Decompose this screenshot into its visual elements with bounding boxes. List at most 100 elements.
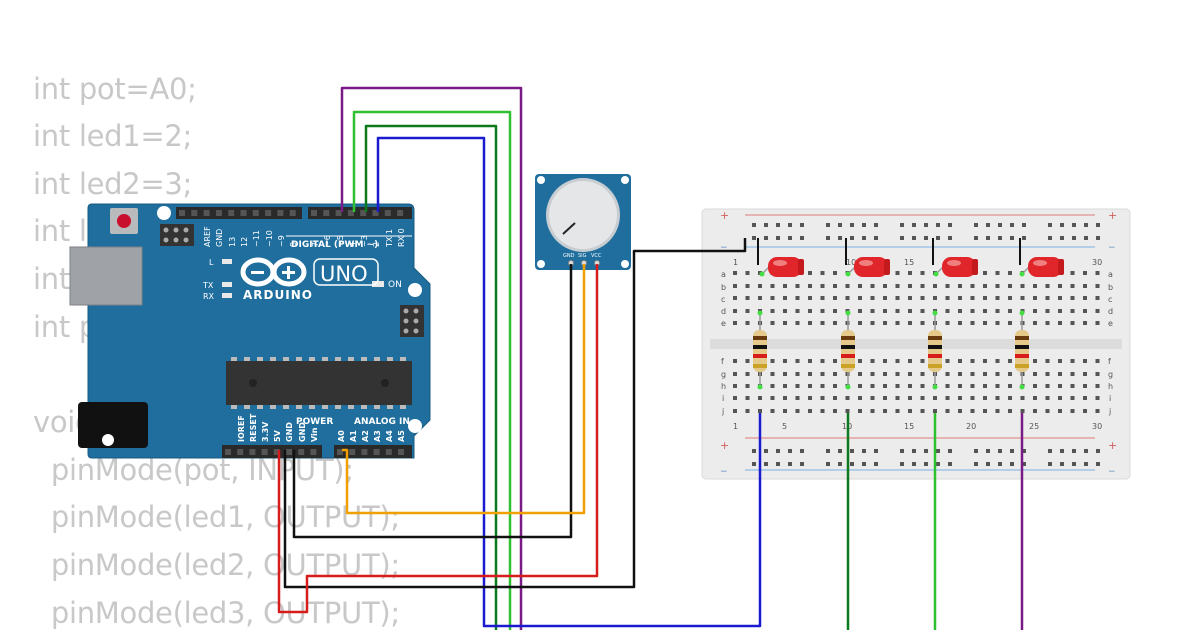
breadboard-hole[interactable] xyxy=(983,372,987,376)
breadboard-hole[interactable] xyxy=(1008,271,1012,275)
breadboard-hole[interactable] xyxy=(1008,321,1012,325)
rail-hole[interactable] xyxy=(1022,236,1026,240)
breadboard-hole[interactable] xyxy=(970,284,975,288)
breadboard-hole[interactable] xyxy=(1058,284,1062,288)
rail-hole[interactable] xyxy=(838,223,842,227)
breadboard-hole[interactable] xyxy=(895,359,900,363)
breadboard-hole[interactable] xyxy=(770,396,775,400)
rail-hole[interactable] xyxy=(1010,236,1014,240)
rail-hole[interactable] xyxy=(800,449,804,453)
rail-hole[interactable] xyxy=(800,223,804,227)
breadboard-hole[interactable] xyxy=(808,359,812,363)
breadboard-hole[interactable] xyxy=(945,296,950,300)
breadboard-hole[interactable] xyxy=(1033,409,1037,413)
wire-pin2-blue[interactable] xyxy=(376,136,762,628)
rail-hole[interactable] xyxy=(1084,462,1088,466)
breadboard-hole[interactable] xyxy=(733,271,737,275)
breadboard-hole[interactable] xyxy=(945,321,950,325)
breadboard-hole[interactable] xyxy=(883,359,887,363)
breadboard-hole[interactable] xyxy=(1083,372,1087,376)
breadboard-hole[interactable] xyxy=(1045,321,1050,325)
breadboard-hole[interactable] xyxy=(745,271,750,275)
breadboard-hole[interactable] xyxy=(795,384,800,388)
breadboard-hole[interactable] xyxy=(945,359,950,363)
breadboard-hole[interactable] xyxy=(808,396,812,400)
breadboard-hole[interactable] xyxy=(908,372,912,376)
breadboard-hole[interactable] xyxy=(833,296,837,300)
breadboard-hole[interactable] xyxy=(833,359,837,363)
breadboard-hole[interactable] xyxy=(1008,296,1012,300)
rail-hole[interactable] xyxy=(752,236,756,240)
breadboard-hole[interactable] xyxy=(945,384,950,388)
breadboard-hole[interactable] xyxy=(745,309,750,313)
breadboard-hole[interactable] xyxy=(770,384,775,388)
breadboard-hole[interactable] xyxy=(920,372,925,376)
breadboard-hole[interactable] xyxy=(1083,396,1087,400)
breadboard-hole[interactable] xyxy=(858,384,862,388)
breadboard-hole[interactable] xyxy=(795,321,800,325)
rail-hole[interactable] xyxy=(1084,223,1088,227)
rail-hole[interactable] xyxy=(764,236,768,240)
breadboard-hole[interactable] xyxy=(1083,359,1087,363)
breadboard-hole[interactable] xyxy=(820,321,825,325)
breadboard-hole[interactable] xyxy=(1083,296,1087,300)
rail-hole[interactable] xyxy=(1048,236,1052,240)
rail-hole[interactable] xyxy=(1096,449,1100,453)
breadboard-hole[interactable] xyxy=(733,384,737,388)
breadboard-hole[interactable] xyxy=(1070,396,1075,400)
breadboard-hole[interactable] xyxy=(895,284,900,288)
breadboard-hole[interactable] xyxy=(958,396,962,400)
breadboard-hole[interactable] xyxy=(883,372,887,376)
breadboard-hole[interactable] xyxy=(945,284,950,288)
rail-hole[interactable] xyxy=(874,236,878,240)
breadboard-hole[interactable] xyxy=(770,409,775,413)
rail-hole[interactable] xyxy=(924,462,928,466)
breadboard-hole[interactable] xyxy=(1033,284,1037,288)
breadboard-hole[interactable] xyxy=(970,359,975,363)
rail-hole[interactable] xyxy=(764,449,768,453)
breadboard-hole[interactable] xyxy=(995,384,1000,388)
rail-hole[interactable] xyxy=(838,462,842,466)
wire-a0-sig-orange[interactable] xyxy=(342,264,586,515)
breadboard-hole[interactable] xyxy=(908,296,912,300)
breadboard-hole[interactable] xyxy=(883,296,887,300)
breadboard-hole[interactable] xyxy=(995,284,1000,288)
breadboard-hole[interactable] xyxy=(970,296,975,300)
breadboard-hole[interactable] xyxy=(1095,372,1100,376)
breadboard-hole[interactable] xyxy=(1058,359,1062,363)
breadboard-hole[interactable] xyxy=(970,409,975,413)
breadboard-hole[interactable] xyxy=(1045,359,1050,363)
rail-hole[interactable] xyxy=(998,449,1002,453)
breadboard-hole[interactable] xyxy=(920,309,925,313)
rail-hole[interactable] xyxy=(986,462,990,466)
breadboard-hole[interactable] xyxy=(858,296,862,300)
breadboard-hole[interactable] xyxy=(795,296,800,300)
breadboard-hole[interactable] xyxy=(1070,384,1075,388)
breadboard-hole[interactable] xyxy=(820,309,825,313)
breadboard-hole[interactable] xyxy=(833,409,837,413)
rail-hole[interactable] xyxy=(912,223,916,227)
rail-hole[interactable] xyxy=(1096,236,1100,240)
breadboard-hole[interactable] xyxy=(870,409,875,413)
breadboard-hole[interactable] xyxy=(783,321,787,325)
rail-hole[interactable] xyxy=(788,236,792,240)
rail-hole[interactable] xyxy=(1084,236,1088,240)
breadboard-hole[interactable] xyxy=(1083,384,1087,388)
breadboard-hole[interactable] xyxy=(1058,396,1062,400)
breadboard-hole[interactable] xyxy=(845,284,850,288)
breadboard-hole[interactable] xyxy=(1070,309,1075,313)
breadboard-hole[interactable] xyxy=(795,309,800,313)
rail-hole[interactable] xyxy=(1084,449,1088,453)
breadboard-hole[interactable] xyxy=(833,309,837,313)
breadboard-hole[interactable] xyxy=(758,396,762,400)
breadboard-hole[interactable] xyxy=(908,271,912,275)
rail-hole[interactable] xyxy=(1060,236,1064,240)
rail-hole[interactable] xyxy=(874,449,878,453)
rail-hole[interactable] xyxy=(776,236,780,240)
wire-pin4-green[interactable] xyxy=(352,110,512,630)
breadboard-hole[interactable] xyxy=(783,309,787,313)
breadboard-hole[interactable] xyxy=(1045,396,1050,400)
breadboard-hole[interactable] xyxy=(1083,271,1087,275)
rail-hole[interactable] xyxy=(1060,462,1064,466)
breadboard-hole[interactable] xyxy=(883,409,887,413)
